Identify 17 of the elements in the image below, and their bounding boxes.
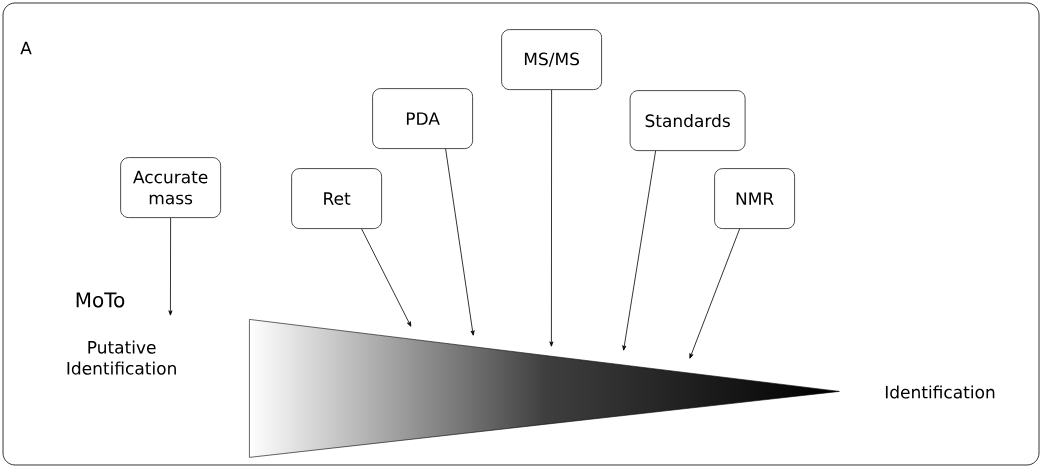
arrow: [689, 228, 740, 359]
method-box: NMR: [714, 168, 795, 229]
arrow: [549, 89, 554, 347]
edge-label: MoTo: [73, 291, 127, 309]
method-box: Accurate mass: [120, 157, 221, 218]
method-box: PDA: [372, 88, 473, 149]
arrow: [168, 217, 173, 316]
panel-frame: [2, 2, 1040, 466]
arrow: [622, 150, 656, 351]
panel-letter: A: [20, 41, 32, 55]
arrow: [361, 228, 412, 327]
stage-label: Putative Identification: [67, 340, 176, 375]
method-box: Standards: [629, 90, 746, 151]
method-box: MS/MS: [501, 29, 602, 90]
method-box: Ret: [291, 168, 382, 229]
stage-label: Identification: [885, 385, 995, 399]
arrow: [445, 148, 475, 336]
